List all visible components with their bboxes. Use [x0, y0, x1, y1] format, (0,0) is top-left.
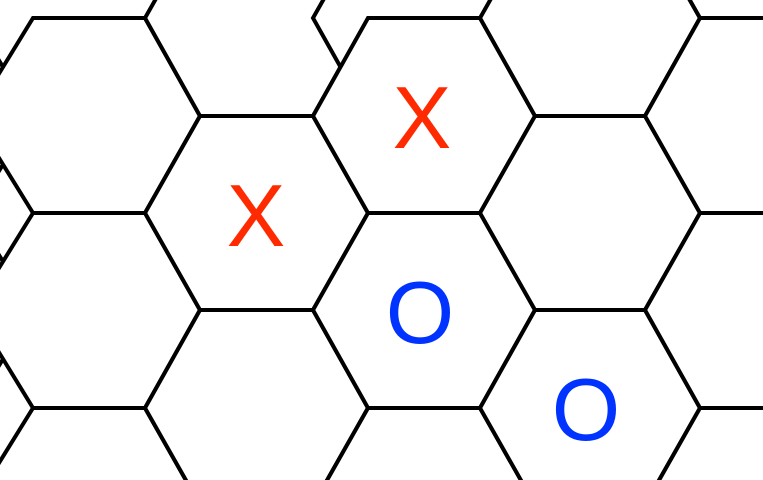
hex-cell[interactable]: [645, 0, 763, 20]
hex-cell[interactable]: [645, 406, 763, 480]
hex-cell[interactable]: [642, 16, 763, 215]
hex-cell[interactable]: [642, 211, 763, 410]
